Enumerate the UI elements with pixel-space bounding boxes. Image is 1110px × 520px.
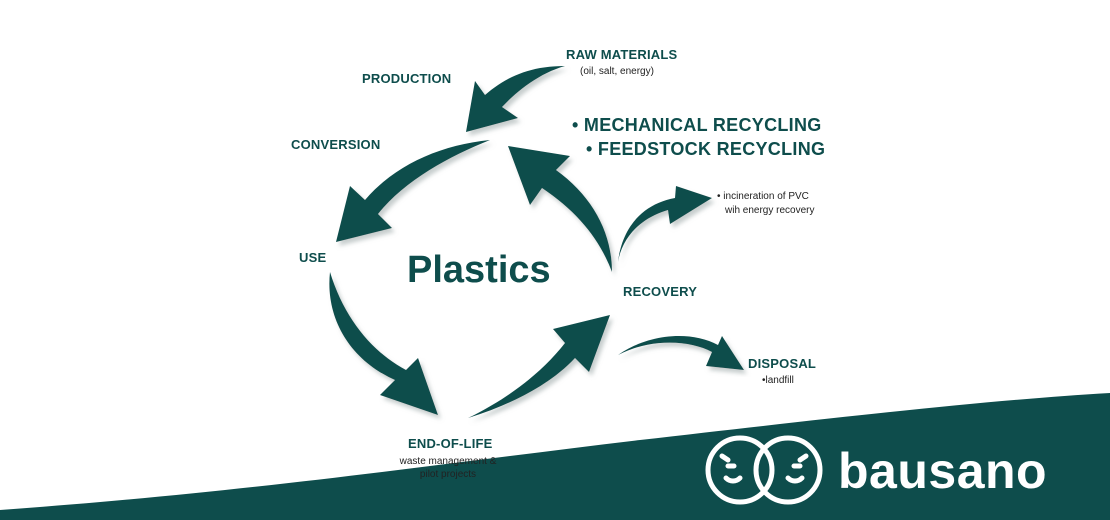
brand-wave-shape: [0, 393, 1110, 520]
raw-materials-subtitle: (oil, salt, energy): [580, 66, 654, 77]
conversion-label: CONVERSION: [291, 137, 381, 152]
incineration-line2: wih energy recovery: [725, 205, 815, 216]
brand-name: bausano: [838, 443, 1048, 499]
arrow-recovery-to-recycling: [508, 146, 612, 272]
end-of-life-subtitle-line1: waste management &: [399, 456, 497, 467]
disposal-label: DISPOSAL: [748, 356, 817, 371]
arrow-end-of-life-to-recovery: [468, 315, 610, 418]
incineration-line1: • incineration of PVC: [717, 191, 809, 202]
end-of-life-subtitle-line2: pilot projects: [419, 469, 477, 480]
arrow-recovery-to-disposal: [618, 335, 744, 370]
arrow-conversion-to-use: [336, 140, 490, 242]
recovery-label: RECOVERY: [623, 284, 698, 299]
feedstock-recycling-label: • FEEDSTOCK RECYCLING: [586, 139, 826, 159]
bausano-logo-icon: [705, 435, 823, 505]
disposal-subtitle: •landfill: [762, 375, 794, 386]
arrow-raw-to-production: [466, 66, 565, 132]
mechanical-recycling-label: • MECHANICAL RECYCLING: [572, 115, 822, 135]
raw-materials-title: RAW MATERIALS: [566, 47, 678, 62]
use-label: USE: [299, 250, 327, 265]
end-of-life-title: END-OF-LIFE: [408, 436, 493, 451]
arrow-recovery-to-incineration: [618, 186, 712, 262]
center-label: Plastics: [407, 249, 551, 291]
production-label: PRODUCTION: [362, 71, 452, 86]
arrow-use-to-end-of-life: [329, 272, 438, 415]
